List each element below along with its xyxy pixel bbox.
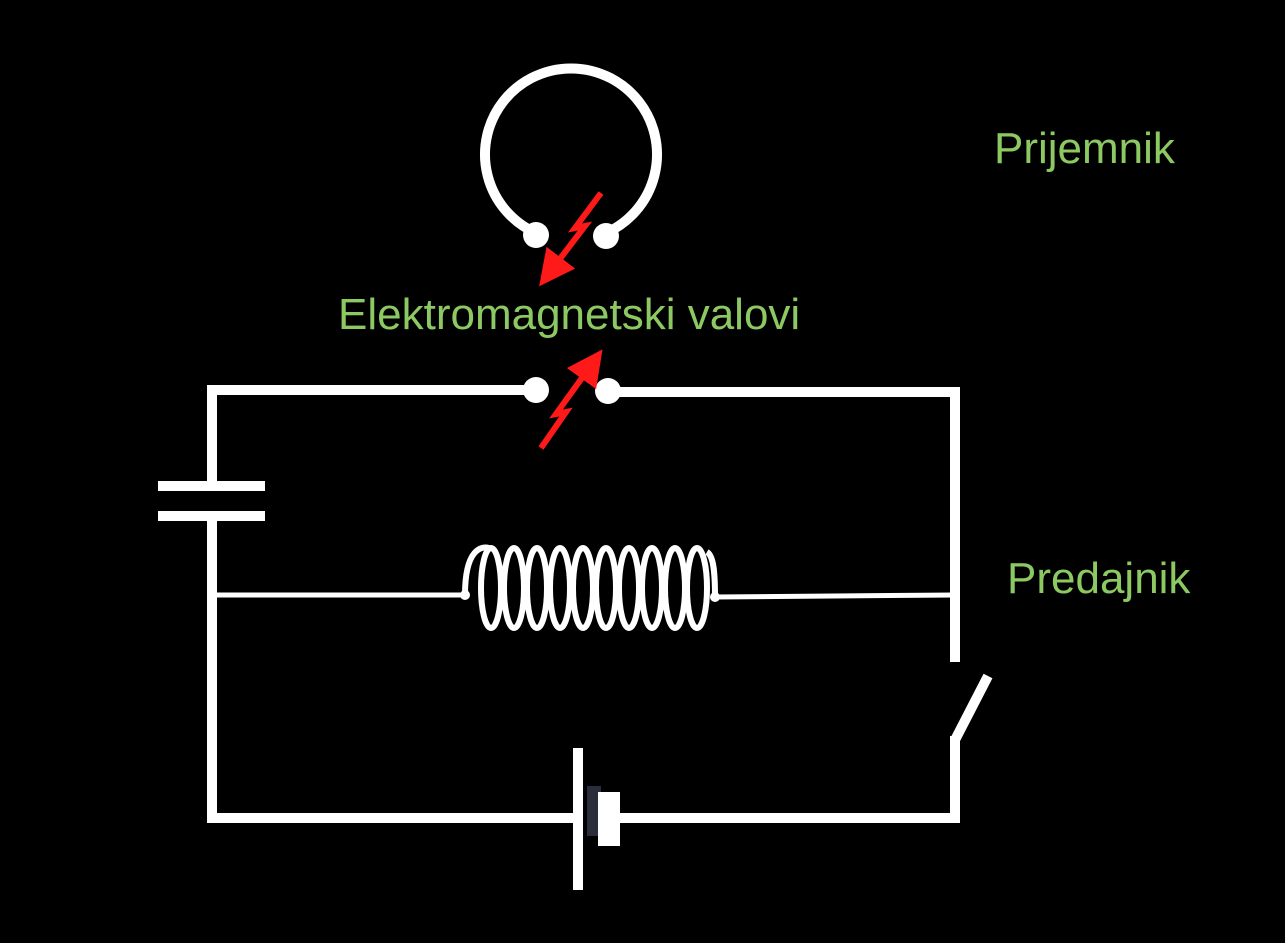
- receiver-label: Prijemnik: [994, 124, 1176, 173]
- top-right-wire: [608, 387, 960, 662]
- receiver-spark-icon: [539, 191, 604, 287]
- top-left-wire: [207, 385, 536, 486]
- switch-icon: [612, 673, 993, 823]
- battery-icon: [573, 748, 620, 890]
- capacitor-icon: [158, 481, 265, 521]
- receiver-loop: [480, 63, 662, 249]
- gap-terminal-left: [523, 377, 549, 403]
- transmitter-spark-icon: [538, 349, 603, 450]
- inductor-coil-icon: [460, 544, 720, 631]
- transmitter-label: Predajnik: [1007, 554, 1191, 603]
- transmitter-circuit: [158, 377, 993, 890]
- receiver-terminal-right: [593, 223, 619, 249]
- waves-label: Elektromagnetski valovi: [338, 290, 800, 339]
- receiver-terminal-left: [523, 222, 549, 248]
- left-wire: [207, 516, 578, 823]
- inductor-lead-right: [714, 592, 956, 600]
- gap-terminal-right: [595, 378, 621, 404]
